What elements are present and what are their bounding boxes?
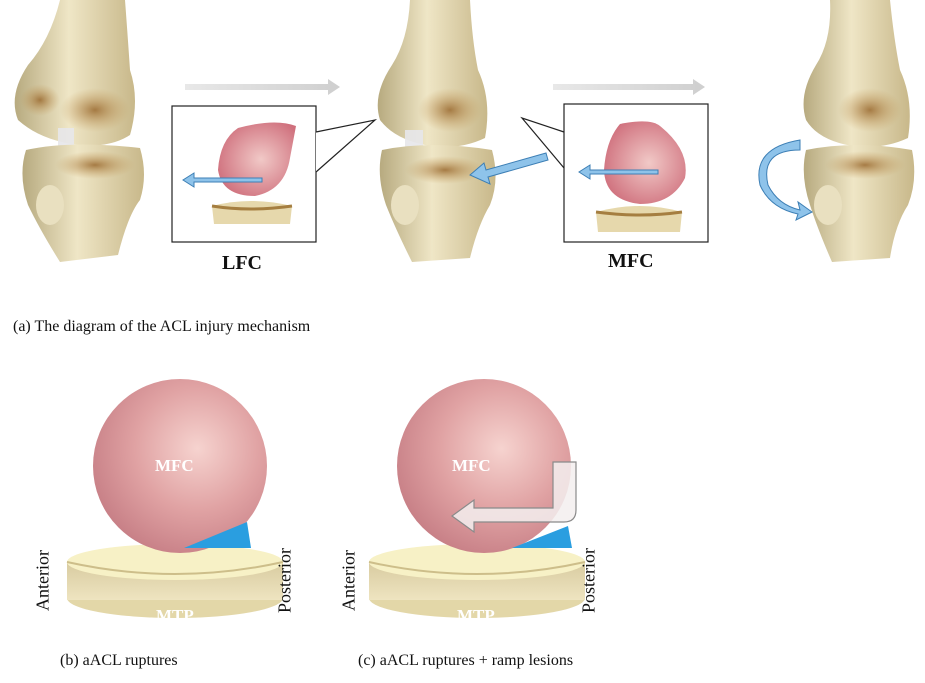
mfc-inset <box>522 104 708 242</box>
mtp-label-c: MTP <box>457 606 495 626</box>
posterior-label-c: Posterior <box>579 541 600 621</box>
caption-a: (a) The diagram of the ACL injury mechan… <box>13 318 310 336</box>
knee-bone-right <box>759 0 914 262</box>
anterior-label-c: Anterior <box>339 546 360 616</box>
mfc-label: MFC <box>608 250 654 273</box>
gray-arrow-1 <box>185 79 340 95</box>
mfc-condyle-label-b: MFC <box>155 456 194 476</box>
mtp-label-b: MTP <box>156 606 194 626</box>
lfc-label: LFC <box>222 252 262 275</box>
knee-bone-left <box>15 0 144 262</box>
caption-c: (c) aACL ruptures + ramp lesions <box>358 652 573 670</box>
posterior-label-b: Posterior <box>275 541 296 621</box>
knee-bone-middle <box>378 0 548 262</box>
mfc-condyle-label-c: MFC <box>452 456 491 476</box>
panel-c-drawing <box>369 379 585 618</box>
gray-arrow-2 <box>553 79 705 95</box>
anterior-label-b: Anterior <box>33 546 54 616</box>
panel-b-drawing <box>67 379 283 618</box>
rotation-arrow <box>759 140 812 220</box>
caption-b: (b) aACL ruptures <box>60 652 178 670</box>
lfc-inset <box>172 106 375 242</box>
